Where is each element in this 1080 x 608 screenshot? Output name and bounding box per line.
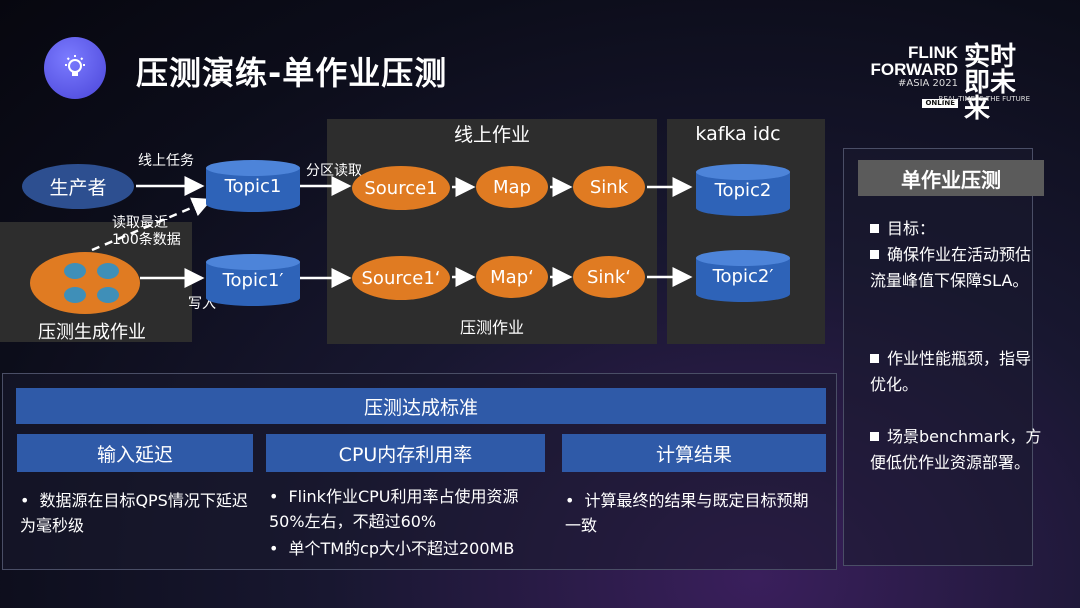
criteria-header-label: 压测达成标准	[363, 396, 478, 419]
col1-title: 输入延迟	[96, 443, 173, 466]
col2-bullet-1-text: Flink作业CPU利用率占使用资源50%左右，不超过60%	[269, 487, 519, 531]
sink-label: Sink	[589, 176, 629, 198]
online-job-label: 线上作业	[453, 124, 530, 146]
square-bullet-icon	[870, 432, 879, 441]
lightbulb-icon	[65, 55, 85, 76]
source1p-node: Source1‘	[352, 256, 450, 300]
topic2-cylinder: Topic2	[696, 164, 790, 216]
stress-gen-node	[30, 252, 140, 314]
arrow-dashed-read	[91, 197, 213, 252]
col1-bullet: •数据源在目标QPS情况下延迟为毫秒级	[20, 491, 248, 535]
mapp-node: Map‘	[476, 256, 548, 298]
sidebar-item-sla: 确保作业在活动预估流量峰值下保障SLA。	[870, 242, 1045, 294]
brand-flink: FLINK	[907, 43, 958, 62]
map-node: Map	[476, 166, 548, 208]
brand-online: ONLINE	[922, 99, 958, 108]
brand-forward: FORWARD	[870, 60, 958, 79]
kafka-panel	[667, 119, 825, 344]
criteria-header: 压测达成标准	[16, 388, 826, 424]
source1-node: Source1	[352, 166, 450, 210]
produce-task-label: 线上任务	[138, 153, 194, 169]
sidebar-title-label: 单作业压测	[901, 167, 1001, 192]
square-bullet-icon	[870, 250, 879, 259]
col3-bullet: •计算最终的结果与既定目标预期一致	[565, 491, 809, 535]
stress-job-label: 压测作业	[459, 318, 524, 337]
topic1p-cylinder: Topic1′	[206, 254, 300, 306]
sidebar-item-bottleneck: 作业性能瓶颈，指导优化。	[870, 346, 1045, 398]
page-title: 压测演练-单作业压测	[136, 54, 448, 92]
col3-title: 计算结果	[655, 443, 732, 466]
sinkp-node: Sink‘	[573, 256, 645, 298]
sidebar-item-sla-text: 确保作业在活动预估流量峰值下保障SLA。	[870, 245, 1032, 290]
col1-header: 输入延迟	[17, 434, 253, 472]
col3-header: 计算结果	[562, 434, 826, 472]
col2-header: CPU内存利用率	[266, 434, 545, 472]
topic2p-cylinder: Topic2′	[696, 250, 790, 302]
kafka-label: kafka idc	[695, 123, 781, 145]
source1p-label: Source1‘	[361, 267, 441, 289]
lightbulb-logo	[44, 37, 106, 99]
sidebar-item-benchmark-text: 场景benchmark，方便低优作业资源部署。	[870, 427, 1042, 472]
sidebar-item-benchmark: 场景benchmark，方便低优作业资源部署。	[870, 424, 1045, 476]
stress-gen-label: 压测生成作业	[38, 322, 146, 343]
sidebar-title: 单作业压测	[858, 160, 1044, 196]
brand-chinese: 实时即未来	[964, 42, 1017, 124]
read-recent-label: 读取最近 100条数据	[112, 215, 181, 248]
map-label: Map	[493, 176, 531, 198]
col2-bullet-2: •单个TM的cp大小不超过200MB	[269, 539, 515, 558]
topic2p-label: Topic2′	[712, 265, 774, 287]
brand-event: #ASIA 2021	[898, 78, 958, 89]
stress-gen-dots	[64, 263, 119, 303]
brand-tagline: REAL-TIME IS THE FUTURE	[938, 95, 1030, 103]
producer-node: 生产者	[22, 164, 134, 209]
sidebar-item-goal-text: 目标：	[887, 219, 936, 238]
col2-title: CPU内存利用率	[338, 443, 473, 466]
square-bullet-icon	[870, 354, 879, 363]
square-bullet-icon	[870, 224, 879, 233]
col1-bullet-text: 数据源在目标QPS情况下延迟为毫秒级	[20, 491, 248, 535]
sidebar-item-bottleneck-text: 作业性能瓶颈，指导优化。	[870, 349, 1032, 394]
mapp-label: Map‘	[490, 266, 534, 288]
online-job-panel	[327, 119, 657, 344]
partition-read-label: 分区读取	[306, 163, 362, 179]
sidebar-item-goal: 目标：	[870, 216, 1045, 242]
topic1p-label: Topic1′	[222, 269, 284, 291]
sinkp-label: Sink‘	[587, 266, 631, 288]
source1-label: Source1	[364, 177, 438, 199]
sink-node: Sink	[573, 166, 645, 208]
col2-bullet-2-text: 单个TM的cp大小不超过200MB	[288, 539, 515, 558]
producer-label: 生产者	[49, 177, 107, 199]
topic1-label: Topic1	[224, 175, 282, 197]
topic2-label: Topic2	[714, 179, 772, 201]
col3-bullet-text: 计算最终的结果与既定目标预期一致	[565, 491, 809, 535]
col2-bullet-1: •Flink作业CPU利用率占使用资源50%左右，不超过60%	[269, 487, 519, 531]
topic1-cylinder: Topic1	[206, 160, 300, 212]
brand-logo: FLINK FORWARD #ASIA 2021 ONLINE	[853, 44, 958, 109]
